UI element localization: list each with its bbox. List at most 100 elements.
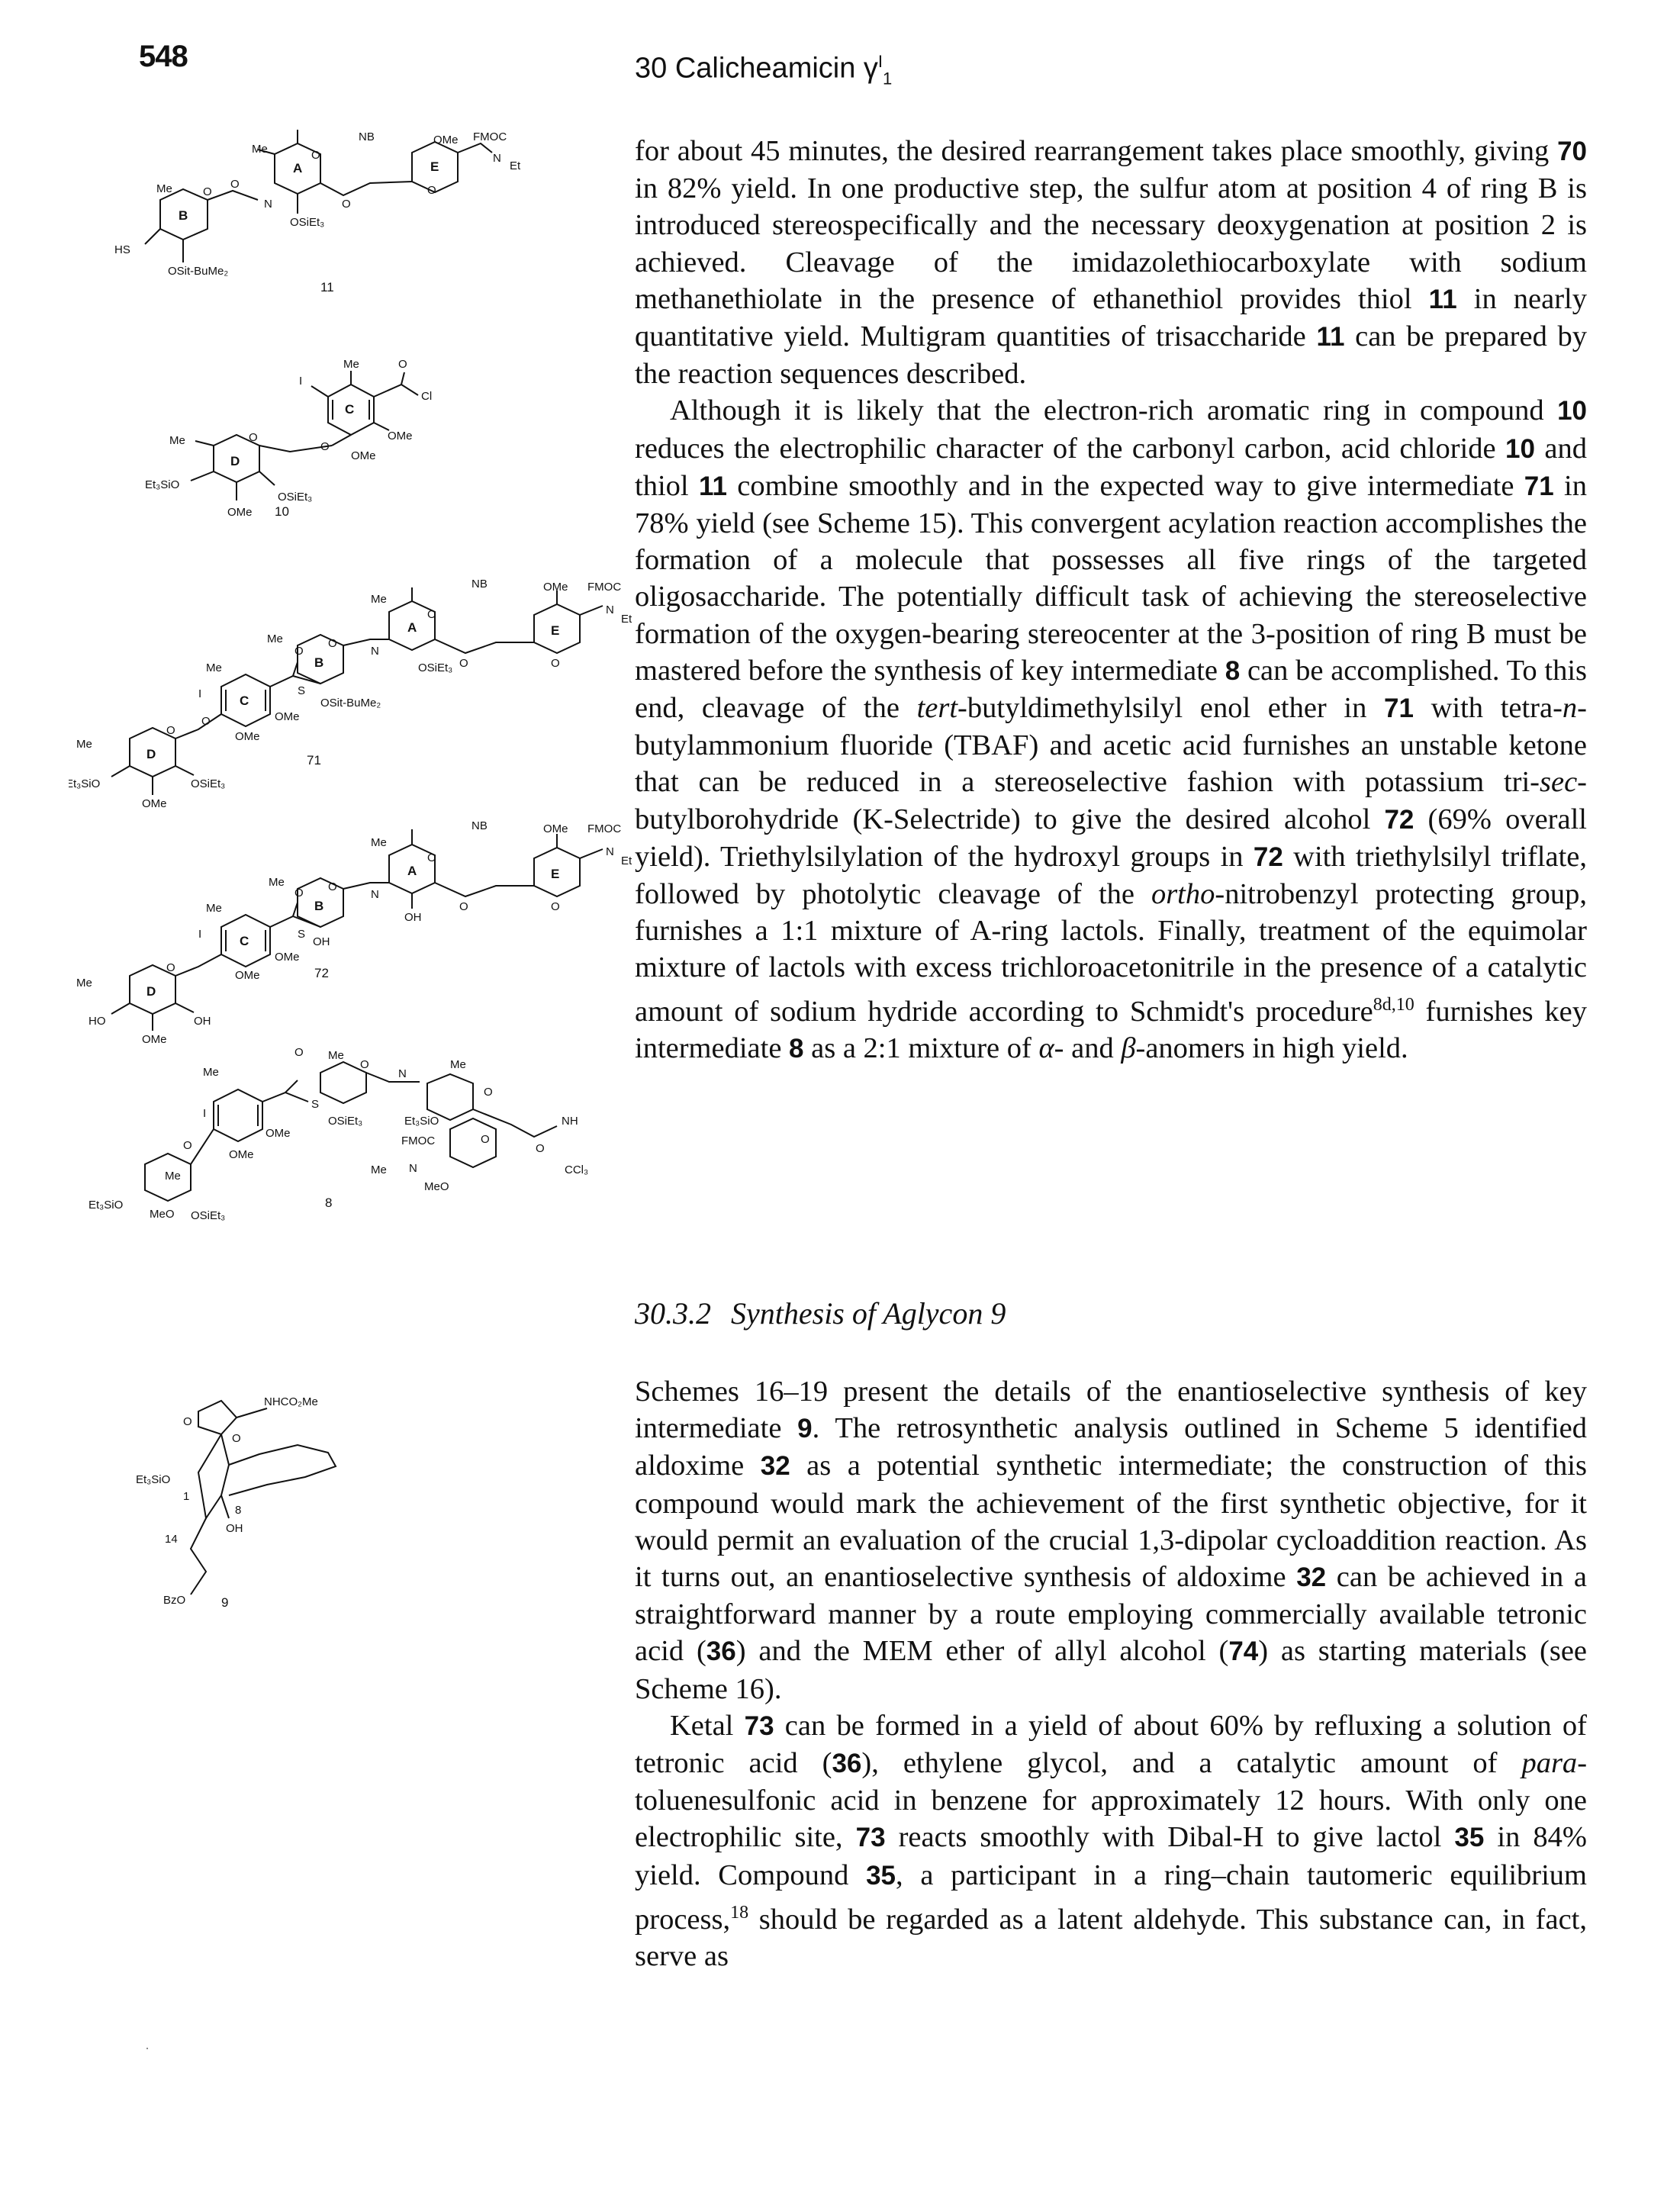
- structure-71-label: O: [551, 657, 560, 670]
- structure-71-label: O: [427, 608, 436, 621]
- structure-8-label: Me: [328, 1049, 344, 1062]
- structure-72-label: A: [407, 864, 417, 878]
- text-run: with triethylsilyl triflate, followed by…: [635, 840, 1587, 911]
- structure-72-label: O: [459, 900, 468, 913]
- structure-8-label: O: [294, 1046, 304, 1059]
- paragraph-2: Although it is likely that the electron-…: [635, 392, 1587, 1067]
- italic-text: ortho: [1151, 878, 1215, 911]
- structure-71-label: I: [198, 687, 201, 700]
- structure-9-label: BzO: [163, 1594, 185, 1607]
- text-run: can be accomplished. To this end, cleava…: [635, 654, 1587, 725]
- structure-11-label: HS: [114, 243, 130, 256]
- structure-71-label: OMe: [543, 581, 568, 594]
- text-run: -anomers in high yield.: [1135, 1031, 1408, 1064]
- text-run: as a potential synthetic intermediate; t…: [635, 1450, 1587, 1594]
- structure-71-label: Et₃SiO: [69, 777, 100, 790]
- text-run: Although it is likely that the electron-…: [670, 394, 1558, 427]
- structure-9-label: O: [232, 1432, 241, 1445]
- structure-9-number: 9: [221, 1595, 228, 1610]
- structure-11-label: E: [430, 159, 439, 174]
- structure-8-label: O: [183, 1139, 192, 1152]
- structure-72-label: OMe: [142, 1033, 167, 1046]
- running-head: 30 Calicheamicin γI1: [635, 52, 892, 88]
- structure-9-label: 14: [165, 1533, 178, 1546]
- text-run: -toluenesulfonic acid in benzene for app…: [635, 1747, 1588, 1854]
- structure-11-label: OSiEt₃: [290, 216, 324, 229]
- structure-11-label: O: [203, 185, 212, 198]
- text-run: can be achieved in a straightforward man…: [635, 1561, 1587, 1668]
- structure-72-label: B: [314, 899, 323, 913]
- structure-71-label: D: [146, 747, 156, 761]
- structure-10-label: O: [398, 358, 407, 371]
- compound-number: 32: [1296, 1562, 1327, 1593]
- structure-8-label: Me: [165, 1170, 181, 1183]
- compound-number: 11: [1316, 322, 1345, 352]
- structure-11: Me NB OMe FMOC N Et Me O O A E O O B O N…: [69, 122, 633, 298]
- structure-72-label: OH: [313, 935, 330, 948]
- text-run: -butylborohydride (K-Selectride) to give…: [635, 766, 1587, 835]
- section-title: Synthesis of Aglycon 9: [731, 1296, 1006, 1331]
- structure-8-label: O: [536, 1142, 545, 1155]
- compound-number: 32: [760, 1451, 790, 1482]
- text-run: in 84% yield. Compound: [635, 1821, 1587, 1891]
- structure-11-label: FMOC: [473, 130, 507, 143]
- running-head-text: 30 Calicheamicin γ: [635, 52, 878, 85]
- text-run: -butylammonium fluoride (TBAF) and aceti…: [635, 692, 1587, 799]
- text-run: -nitrobenzyl protecting group, furnishes…: [635, 878, 1587, 1028]
- italic-text: β: [1121, 1031, 1136, 1064]
- structure-72-number: 72: [314, 966, 329, 980]
- structure-9-label: OH: [226, 1522, 243, 1535]
- text-run: . The retrosynthetic analysis outlined i…: [635, 1412, 1587, 1482]
- structure-71-label: N: [606, 603, 614, 616]
- structure-71-label: OSiEt₃: [418, 661, 452, 674]
- compound-number: 35: [1454, 1823, 1485, 1853]
- compound-number: 11: [1428, 284, 1457, 314]
- structure-8-label: Me: [371, 1163, 387, 1176]
- italic-text: sec: [1540, 766, 1578, 799]
- text-run: ), ethylene glycol, and a catalytic amou…: [861, 1747, 1522, 1780]
- text-run: ) as starting materials (see Scheme 16).: [635, 1635, 1587, 1705]
- structure-72-label: D: [146, 984, 156, 999]
- italic-text: tert: [916, 692, 958, 725]
- body-column-top: for about 45 minutes, the desired rearra…: [635, 133, 1587, 1067]
- compound-number: 35: [866, 1860, 896, 1891]
- text-run: can be prepared by the reaction sequence…: [635, 320, 1588, 391]
- compound-number: 10: [1505, 433, 1535, 464]
- structure-10-label: Me: [169, 434, 185, 447]
- structure-9-label: O: [183, 1415, 192, 1428]
- structure-72-label: OMe: [235, 969, 260, 982]
- structure-9-label: NHCO₂Me: [264, 1395, 318, 1408]
- structure-72-label: E: [551, 867, 559, 881]
- running-head-subscript: 1: [883, 69, 893, 88]
- structure-71-label: NB: [471, 578, 488, 591]
- structure-8-label: O: [481, 1133, 490, 1146]
- structure-71-label: Me: [371, 593, 387, 606]
- compound-number: 36: [832, 1749, 862, 1779]
- running-head-superscript: I: [877, 52, 883, 71]
- structure-11-label: B: [179, 208, 188, 223]
- structure-10-label: OMe: [351, 449, 376, 462]
- structure-11-label: Me: [252, 143, 268, 156]
- structure-8-label: Me: [450, 1058, 466, 1071]
- text-run: Schemes 16–19 present the details of the…: [635, 1376, 1587, 1445]
- structure-71-label: O: [201, 715, 211, 728]
- structure-71-label: FMOC: [587, 581, 621, 594]
- structure-72-label: O: [551, 900, 560, 913]
- text-run: in 78% yield (see Scheme 15). This conve…: [635, 469, 1587, 687]
- text-run: (69% overall yield). Triethylsilylation …: [635, 803, 1587, 873]
- text-run: furnishes key intermediate: [635, 995, 1587, 1064]
- structure-72-label: N: [606, 845, 614, 858]
- text-run: Ketal: [670, 1709, 745, 1742]
- structure-11-label: O: [427, 184, 436, 197]
- structure-71-label: O: [328, 637, 337, 650]
- text-run: combine smoothly and in the expected way…: [726, 469, 1524, 502]
- structure-8-label: S: [311, 1098, 319, 1111]
- structure-71-number: 71: [307, 753, 321, 768]
- structure-9-drawing: O O NHCO₂Me Et₃SiO 1 8 OH 14 BzO 9: [136, 1395, 337, 1610]
- structure-8-number: 8: [325, 1196, 332, 1210]
- structure-11-label: Me: [156, 182, 172, 195]
- structure-8-label: MeO: [424, 1180, 449, 1193]
- structure-71-label: OMe: [235, 730, 260, 743]
- structure-71: NB OMe FMOC N Et Me O O A E Me O B O N O…: [69, 572, 633, 816]
- structure-71-label: E: [551, 623, 559, 638]
